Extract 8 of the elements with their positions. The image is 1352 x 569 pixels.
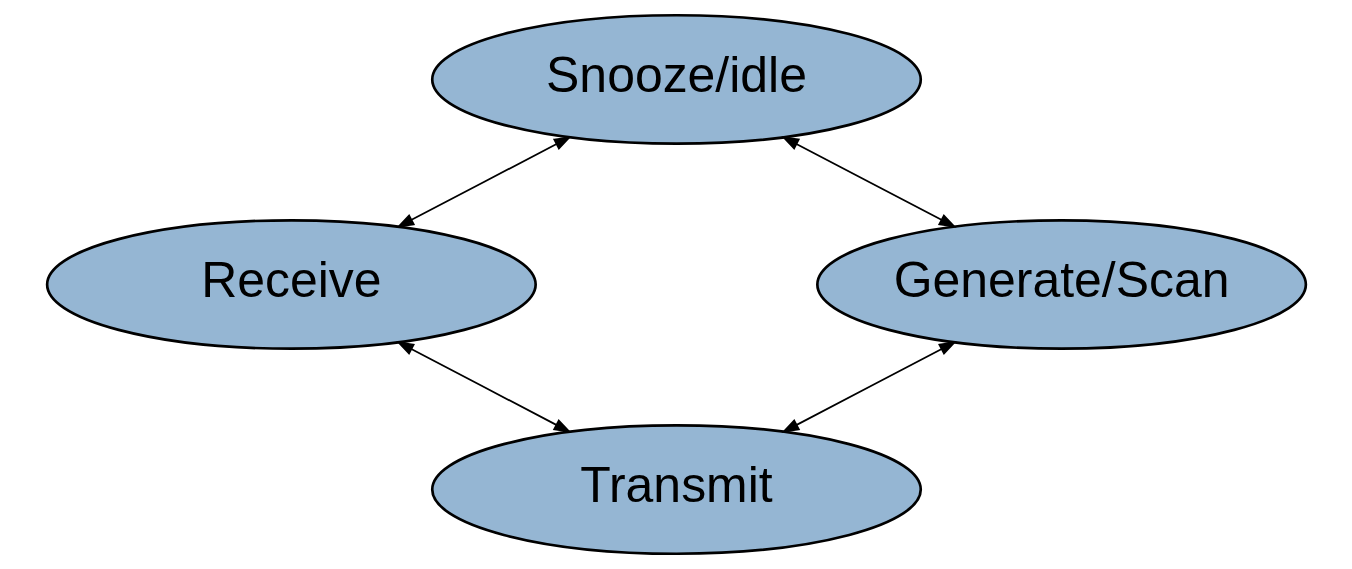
node-ellipse: Transmit (430, 424, 922, 556)
node-ellipse: Receive (45, 219, 537, 350)
arrow (781, 341, 957, 433)
node-ellipse: Snooze/idle (430, 13, 922, 145)
arrow (395, 136, 572, 228)
arrow (395, 341, 571, 433)
arrow (780, 136, 957, 228)
node-ellipse: Generate/Scan (815, 219, 1307, 350)
